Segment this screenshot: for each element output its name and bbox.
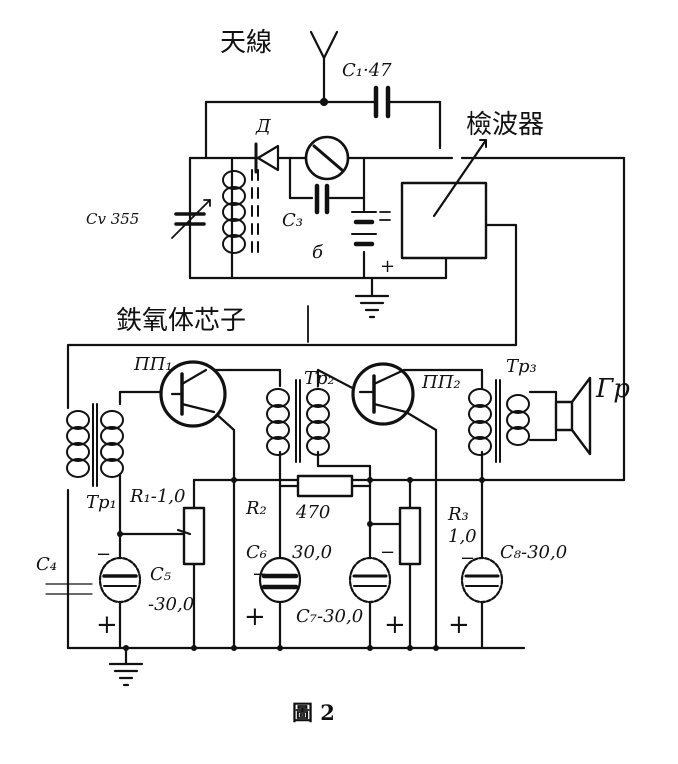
c8-minus-sign: − — [460, 548, 476, 569]
c5-minus-sign: − — [96, 544, 112, 565]
speaker-label: Гр — [596, 374, 630, 404]
ground-symbol-top — [354, 294, 390, 319]
c6-minus-sign: − — [252, 564, 268, 585]
r3-label: R₃ — [448, 504, 469, 525]
r2-label: R₂ — [246, 498, 267, 519]
c7-minus-sign: − — [380, 542, 396, 563]
transformer-tp3 — [468, 379, 530, 463]
tp1-label: Тp₁ — [86, 492, 117, 513]
antenna-symbol — [309, 30, 339, 107]
r1-label: R₁-1,0 — [130, 486, 186, 507]
battery-label: б — [312, 242, 323, 263]
resistor-r1 — [176, 506, 206, 566]
capacitor-c1 — [373, 85, 391, 119]
capacitor-c5 — [98, 556, 142, 604]
detector-box — [400, 138, 488, 260]
tp2-label: Тp₂ — [304, 368, 335, 389]
resistor-r2 — [296, 474, 354, 498]
transistor-pp1 — [159, 360, 227, 428]
c5-plus-sign: + — [96, 610, 118, 640]
capacitor-c6 — [258, 556, 302, 604]
c7-plus-sign: + — [384, 610, 406, 640]
capacitor-c3 — [314, 183, 330, 215]
c8-plus-sign: + — [448, 610, 470, 640]
resistor-r3 — [398, 506, 422, 566]
c5-value-label: -30,0 — [148, 594, 195, 615]
c3-label: C₃ — [282, 210, 303, 231]
transistor-pp2 — [351, 362, 415, 426]
capacitor-c4-mark — [45, 583, 93, 595]
junction-dots — [117, 477, 485, 651]
c1-label: C₁·47 — [342, 60, 392, 81]
amplifier-wiring — [66, 368, 626, 666]
transformer-tp2 — [266, 379, 330, 463]
capacitor-c7 — [348, 556, 392, 604]
battery-plus-label: + — [380, 256, 396, 277]
c6-plus-sign: + — [244, 602, 266, 632]
cv-label: Cv 355 — [86, 210, 140, 228]
meter-symbol — [304, 135, 350, 181]
c6-label: C₆ — [246, 542, 267, 563]
ferrite-coil — [222, 169, 259, 254]
ferrite-label: 鉄氧体芯子 — [116, 306, 247, 336]
ground-symbol-bottom — [108, 662, 144, 687]
pp2-label: ПП₂ — [422, 372, 461, 393]
figure-caption: 圖 2 — [292, 700, 335, 725]
c4-label: C₄ — [36, 554, 57, 575]
diode-symbol — [254, 142, 280, 174]
diode-label: Д — [256, 116, 271, 137]
antenna-label: 天線 — [220, 28, 273, 58]
pp1-label: ПП₁ — [134, 354, 173, 375]
variable-capacitor — [171, 199, 211, 239]
r2-value-label: 470 — [296, 502, 331, 523]
transformer-tp1 — [66, 403, 124, 487]
tp3-label: Тp₃ — [506, 356, 537, 377]
detector-label: 檢波器 — [466, 110, 545, 140]
capacitor-c8 — [460, 556, 504, 604]
c7-label: C₇-30,0 — [296, 606, 364, 627]
battery-symbol — [351, 211, 391, 247]
c8-label: C₈-30,0 — [500, 542, 568, 563]
c5-label: C₅ — [150, 564, 171, 585]
c6-value-label: 30,0 — [292, 542, 333, 563]
r3-value-label: 1,0 — [448, 526, 477, 547]
top-wiring — [66, 100, 626, 482]
speaker-symbol — [554, 376, 592, 456]
